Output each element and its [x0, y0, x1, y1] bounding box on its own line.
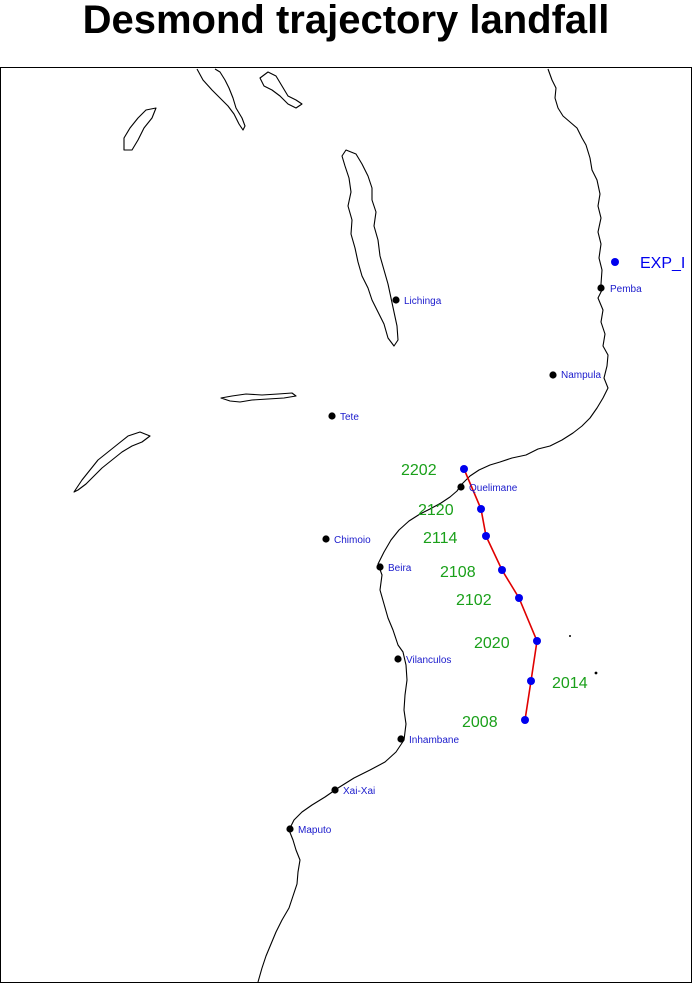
track-point-2114: [482, 532, 490, 540]
track-point-2120: [477, 505, 485, 513]
track-label-2020: 2020: [474, 635, 510, 652]
city-point-xai-xai: [331, 786, 339, 794]
city-label-quelimane: Quelimane: [469, 483, 518, 494]
track-label-2102: 2102: [456, 592, 492, 609]
city-point-vilanculos: [394, 655, 402, 663]
track-layer: 2008 2014 2020 2102 2108 2114 2120 2202: [401, 462, 588, 731]
track-point-2020: [533, 637, 541, 645]
lake-tanganyika: [123, 107, 157, 151]
cities-layer: Lichinga PembaNampulaTeteQuelimaneChimoio…: [286, 284, 642, 836]
track-label-2008: 2008: [462, 714, 498, 731]
map-title: Desmond trajectory landfall: [82, 0, 610, 42]
lake-kariba: [220, 392, 297, 403]
city-point-tete: [328, 412, 336, 420]
track-point-2014: [527, 677, 535, 685]
experiment-label: EXP_I: [640, 255, 685, 272]
track-point-2102: [515, 594, 523, 602]
experiment-point: [611, 258, 619, 266]
city-point-lichinga: [392, 296, 400, 304]
island-dot-1: [569, 635, 571, 637]
city-label-xai-xai: Xai-Xai: [343, 786, 375, 797]
track-label-2114: 2114: [423, 530, 458, 547]
city-point-quelimane: [457, 483, 465, 491]
city-label-tete: Tete: [340, 412, 359, 423]
city-label-lichinga: Lichinga: [404, 296, 442, 307]
city-point-nampula: [549, 371, 557, 379]
city-point-chimoio: [322, 535, 330, 543]
zambezi-lake: [73, 431, 151, 493]
city-label-vilanculos: Vilanculos: [406, 655, 451, 666]
city-label-inhambane: Inhambane: [409, 735, 459, 746]
lake-rukwa: [259, 71, 303, 109]
island-dot-2: [594, 671, 598, 675]
track-label-2108: 2108: [440, 564, 476, 581]
track-point-2108: [498, 566, 506, 574]
trajectory-line: [463, 468, 538, 721]
map-frame: [0, 67, 692, 983]
city-point-pemba: [597, 284, 605, 292]
track-point-2202: [460, 465, 468, 473]
city-point-beira: [376, 563, 384, 571]
lake-malawi: [341, 149, 399, 347]
northern-shoreline: [196, 68, 246, 131]
city-label-chimoio: Chimoio: [334, 535, 371, 546]
city-label-maputo: Maputo: [298, 825, 332, 836]
track-label-2014: 2014: [552, 675, 588, 692]
city-point-maputo: [286, 825, 294, 833]
city-label-beira: Beira: [388, 563, 412, 574]
track-label-2202: 2202: [401, 462, 437, 479]
track-label-2120: 2120: [418, 502, 454, 519]
coastline: [257, 68, 609, 983]
city-point-inhambane: [397, 735, 405, 743]
city-label-pemba: Pemba: [610, 284, 642, 295]
city-label-nampula: Nampula: [561, 370, 601, 381]
track-point-2008: [521, 716, 529, 724]
